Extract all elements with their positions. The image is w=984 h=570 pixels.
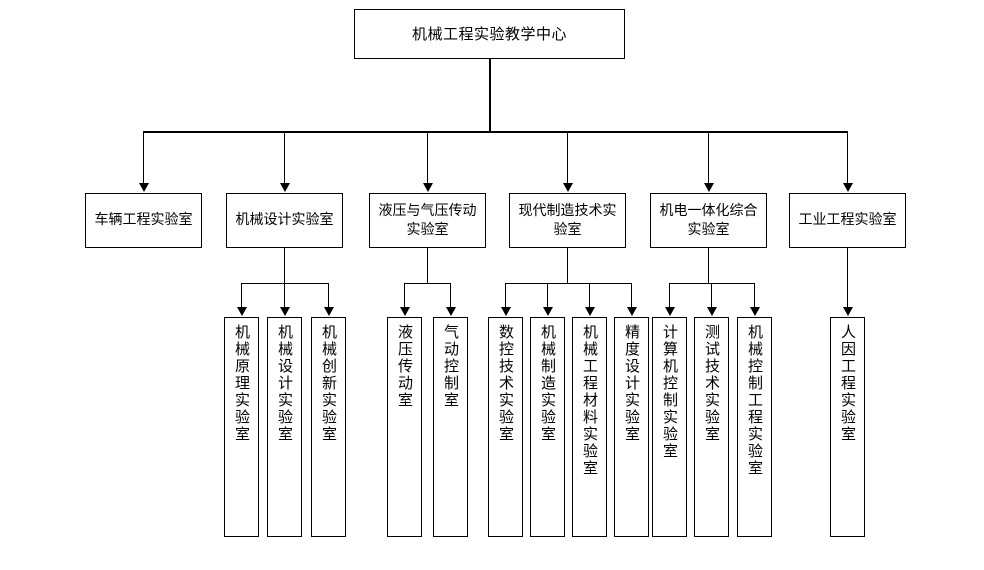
node-lab-computer-control[interactable]: 计算机控制实验室: [652, 317, 687, 537]
arrowhead-dept-4: [563, 183, 573, 192]
arrowhead-g4-c4: [627, 307, 637, 316]
node-lab-g5-c3-label: 机械控制工程实验室: [746, 324, 764, 477]
arrowhead-dept-5: [704, 183, 714, 192]
arrowhead-g3-c2: [446, 307, 456, 316]
node-dept-mechanical-design[interactable]: 机械设计实验室: [226, 193, 343, 248]
arrowhead-g2-c3: [324, 307, 334, 316]
arrowhead-dept-1: [139, 183, 149, 192]
arrowhead-dept-6: [843, 183, 853, 192]
node-lab-g2-c1-label: 机械原理实验室: [233, 324, 251, 443]
node-lab-g2-c3-label: 机械创新实验室: [320, 324, 338, 443]
node-lab-pneumatic-control[interactable]: 气动控制室: [433, 317, 468, 537]
arrowhead-g2-c2: [280, 307, 290, 316]
connector-root-trunk: [489, 59, 491, 132]
node-dept-6-label: 工业工程实验室: [798, 212, 897, 228]
node-lab-mechanical-control-engineering[interactable]: 机械控制工程实验室: [737, 317, 772, 537]
connector-stem-dept-2: [284, 248, 285, 283]
connector-stem-dept-4: [567, 248, 568, 283]
connector-drop-g2-c2: [284, 283, 285, 308]
node-lab-g4-c3-label: 机械工程材料实验室: [581, 324, 599, 477]
arrowhead-g6-c1: [843, 307, 853, 316]
node-lab-testing-technology[interactable]: 测试技术实验室: [694, 317, 729, 537]
arrowhead-g5-c2: [707, 307, 717, 316]
node-dept-industrial-engineering[interactable]: 工业工程实验室: [789, 193, 906, 248]
connector-bus-dept-4: [505, 283, 631, 284]
node-lab-g5-c2-label: 测试技术实验室: [703, 324, 721, 443]
node-lab-mechanical-principles[interactable]: 机械原理实验室: [224, 317, 259, 537]
connector-stem-dept-5: [708, 248, 709, 283]
arrowhead-g5-c1: [665, 307, 675, 316]
node-lab-mechanical-innovation[interactable]: 机械创新实验室: [311, 317, 346, 537]
connector-main-bus: [143, 131, 847, 133]
connector-drop-dept-2: [284, 131, 285, 184]
node-lab-hydraulic-transmission[interactable]: 液压传动室: [387, 317, 422, 537]
connector-drop-dept-6: [847, 131, 848, 184]
connector-stem-dept-3: [427, 248, 428, 283]
connector-drop-g2-c3: [328, 283, 329, 308]
connector-drop-g4-c1: [505, 283, 506, 308]
arrowhead-g5-c3: [750, 307, 760, 316]
connector-bus-dept-3: [404, 283, 451, 284]
arrowhead-g4-c3: [585, 307, 595, 316]
connector-stem-dept-6: [847, 248, 848, 308]
node-dept-hydraulic-pneumatic[interactable]: 液压与气压传动实验室: [369, 193, 486, 248]
node-lab-g6-c1-label: 人因工程实验室: [839, 324, 857, 443]
connector-drop-g5-c3: [754, 283, 755, 308]
node-lab-g4-c2-label: 机械制造实验室: [539, 324, 557, 443]
node-lab-g2-c2-label: 机械设计实验室: [276, 324, 294, 443]
node-dept-5-label: 机电一体化综合实验室: [659, 202, 758, 238]
node-lab-mechanical-materials[interactable]: 机械工程材料实验室: [572, 317, 607, 537]
connector-drop-dept-3: [427, 131, 428, 184]
arrowhead-dept-3: [423, 183, 433, 192]
node-lab-mechanical-manufacturing[interactable]: 机械制造实验室: [530, 317, 565, 537]
node-lab-mechanical-design[interactable]: 机械设计实验室: [267, 317, 302, 537]
arrowhead-g2-c1: [237, 307, 247, 316]
connector-drop-dept-5: [708, 131, 709, 184]
node-dept-1-label: 车辆工程实验室: [94, 212, 193, 228]
node-dept-vehicle-engineering[interactable]: 车辆工程实验室: [85, 193, 202, 248]
arrowhead-g4-c2: [543, 307, 553, 316]
connector-drop-g5-c2: [711, 283, 712, 308]
connector-drop-g4-c2: [547, 283, 548, 308]
connector-drop-g5-c1: [669, 283, 670, 308]
node-lab-g4-c4-label: 精度设计实验室: [623, 324, 641, 443]
node-lab-g5-c1-label: 计算机控制实验室: [661, 324, 679, 460]
arrowhead-g4-c1: [501, 307, 511, 316]
node-root-center[interactable]: 机械工程实验教学中心: [354, 9, 625, 59]
node-lab-cnc-technology[interactable]: 数控技术实验室: [488, 317, 523, 537]
node-lab-g3-c2-label: 气动控制室: [442, 324, 460, 409]
node-root-label: 机械工程实验教学中心: [411, 24, 567, 43]
connector-drop-g4-c4: [631, 283, 632, 308]
node-dept-2-label: 机械设计实验室: [235, 212, 334, 228]
connector-drop-g3-c2: [450, 283, 451, 308]
node-dept-mechatronics[interactable]: 机电一体化综合实验室: [650, 193, 767, 248]
connector-drop-g4-c3: [589, 283, 590, 308]
arrowhead-dept-2: [280, 183, 290, 192]
node-lab-human-factors-engineering[interactable]: 人因工程实验室: [830, 317, 865, 537]
node-lab-g4-c1-label: 数控技术实验室: [497, 324, 515, 443]
node-dept-4-label: 现代制造技术实验室: [518, 202, 617, 238]
connector-drop-g2-c1: [241, 283, 242, 308]
node-lab-precision-design[interactable]: 精度设计实验室: [614, 317, 649, 537]
node-dept-modern-manufacturing[interactable]: 现代制造技术实验室: [509, 193, 626, 248]
node-lab-g3-c1-label: 液压传动室: [396, 324, 414, 409]
node-dept-3-label: 液压与气压传动实验室: [378, 202, 477, 238]
connector-drop-g3-c1: [404, 283, 405, 308]
connector-drop-dept-4: [567, 131, 568, 184]
connector-drop-dept-1: [143, 131, 144, 184]
arrowhead-g3-c1: [400, 307, 410, 316]
